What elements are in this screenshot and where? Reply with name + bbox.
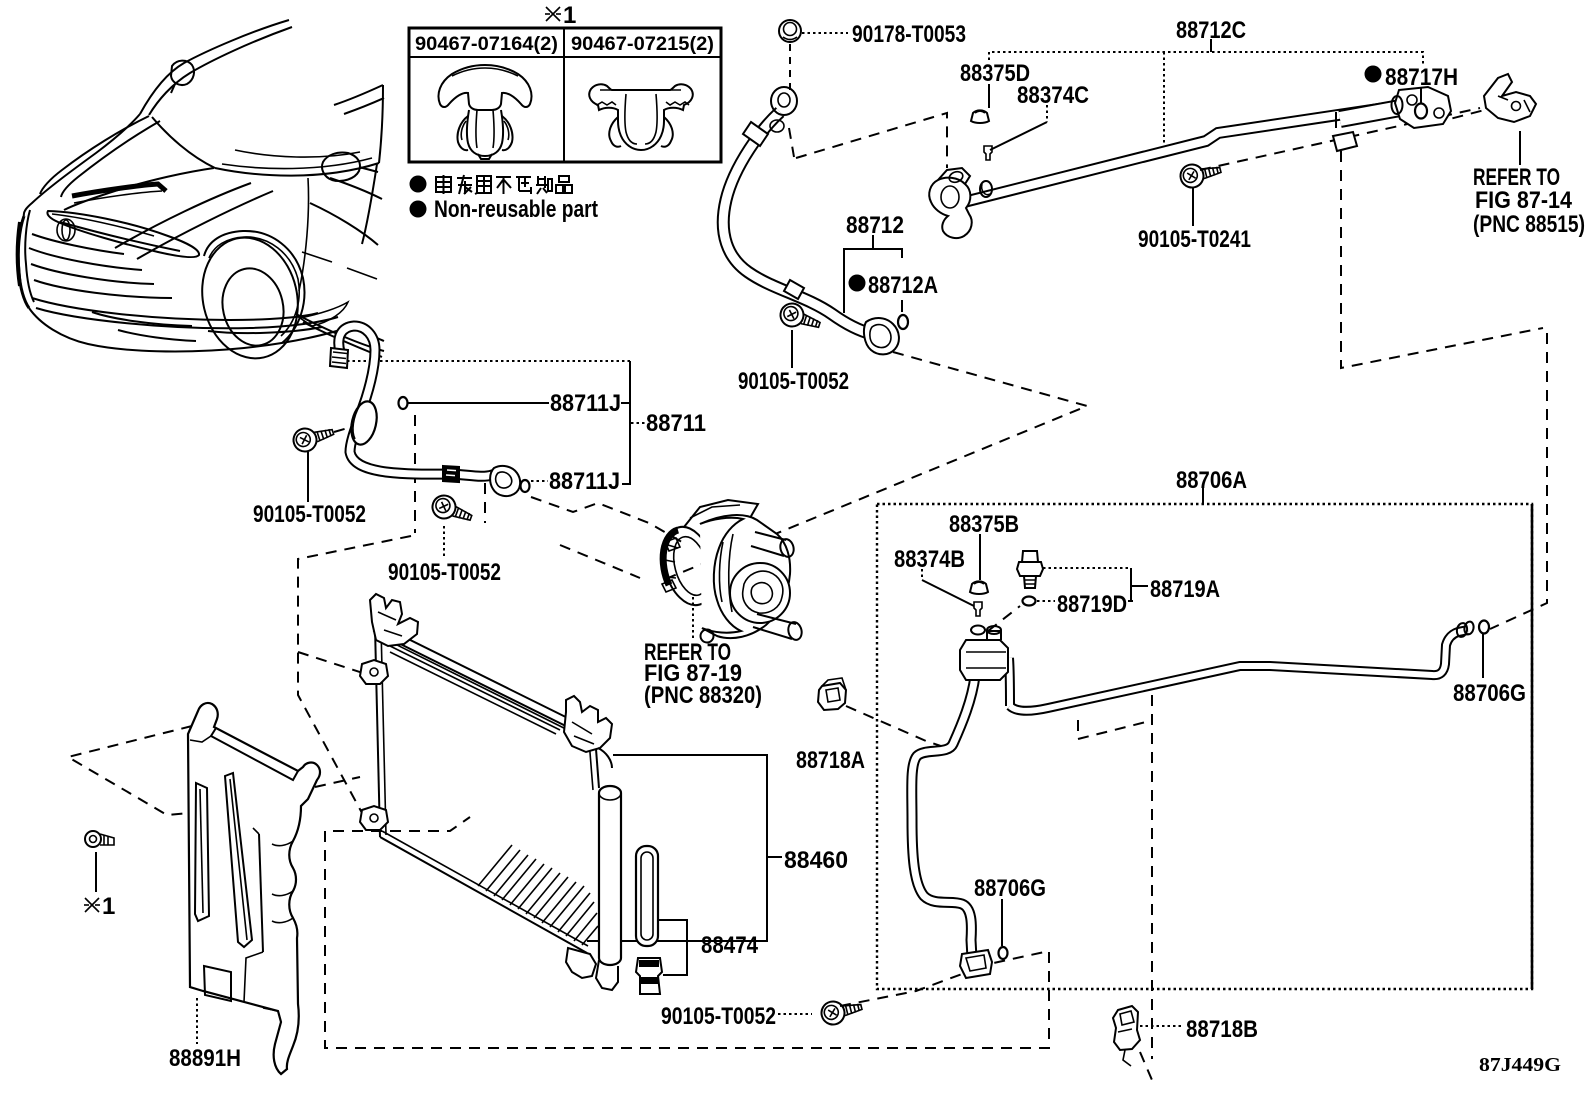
svg-text:88374B: 88374B xyxy=(894,546,965,573)
svg-text:(PNC 88320): (PNC 88320) xyxy=(644,682,762,709)
svg-text:88717H: 88717H xyxy=(1385,64,1458,91)
svg-text:90105-T0241: 90105-T0241 xyxy=(1138,226,1251,253)
svg-text:88375D: 88375D xyxy=(960,60,1030,87)
svg-text:88718A: 88718A xyxy=(796,747,865,774)
svg-text:88706A: 88706A xyxy=(1176,467,1247,494)
svg-text:88891H: 88891H xyxy=(169,1045,241,1072)
svg-text:88460: 88460 xyxy=(784,847,848,874)
svg-text:FIG 87-14: FIG 87-14 xyxy=(1475,187,1573,214)
svg-text:88712A: 88712A xyxy=(868,272,938,299)
svg-text:90178-T0053: 90178-T0053 xyxy=(852,21,966,48)
svg-text:Non-reusable part: Non-reusable part xyxy=(434,196,598,223)
svg-text:90105-T0052: 90105-T0052 xyxy=(388,559,501,586)
svg-text:88711: 88711 xyxy=(646,410,706,437)
svg-text:88706G: 88706G xyxy=(974,875,1046,902)
svg-text:REFER TO: REFER TO xyxy=(1473,164,1560,191)
svg-text:88374C: 88374C xyxy=(1017,82,1089,109)
svg-text:88375B: 88375B xyxy=(949,511,1019,538)
svg-text:1: 1 xyxy=(102,893,115,920)
svg-text:88718B: 88718B xyxy=(1186,1016,1258,1043)
svg-text:90467-07164(2): 90467-07164(2) xyxy=(415,34,558,55)
svg-text:REFER TO: REFER TO xyxy=(644,639,731,666)
svg-text:88711J: 88711J xyxy=(549,468,620,495)
svg-text:FIG 87-19: FIG 87-19 xyxy=(644,660,742,687)
svg-text:88719A: 88719A xyxy=(1150,576,1220,603)
svg-text:88706G: 88706G xyxy=(1453,680,1526,707)
svg-text:90105-T0052: 90105-T0052 xyxy=(253,501,366,528)
svg-text:90467-07215(2): 90467-07215(2) xyxy=(571,34,714,55)
svg-text:90105-T0052: 90105-T0052 xyxy=(738,368,849,395)
svg-text:88719D: 88719D xyxy=(1057,591,1127,618)
svg-text:88712: 88712 xyxy=(846,212,904,239)
svg-text:88474: 88474 xyxy=(701,932,759,959)
svg-text:87J449G: 87J449G xyxy=(1479,1054,1561,1076)
svg-text:90105-T0052: 90105-T0052 xyxy=(661,1003,776,1030)
svg-text:1: 1 xyxy=(563,2,576,29)
svg-text:(PNC 88515): (PNC 88515) xyxy=(1473,211,1585,238)
svg-text:88711J: 88711J xyxy=(550,390,621,417)
